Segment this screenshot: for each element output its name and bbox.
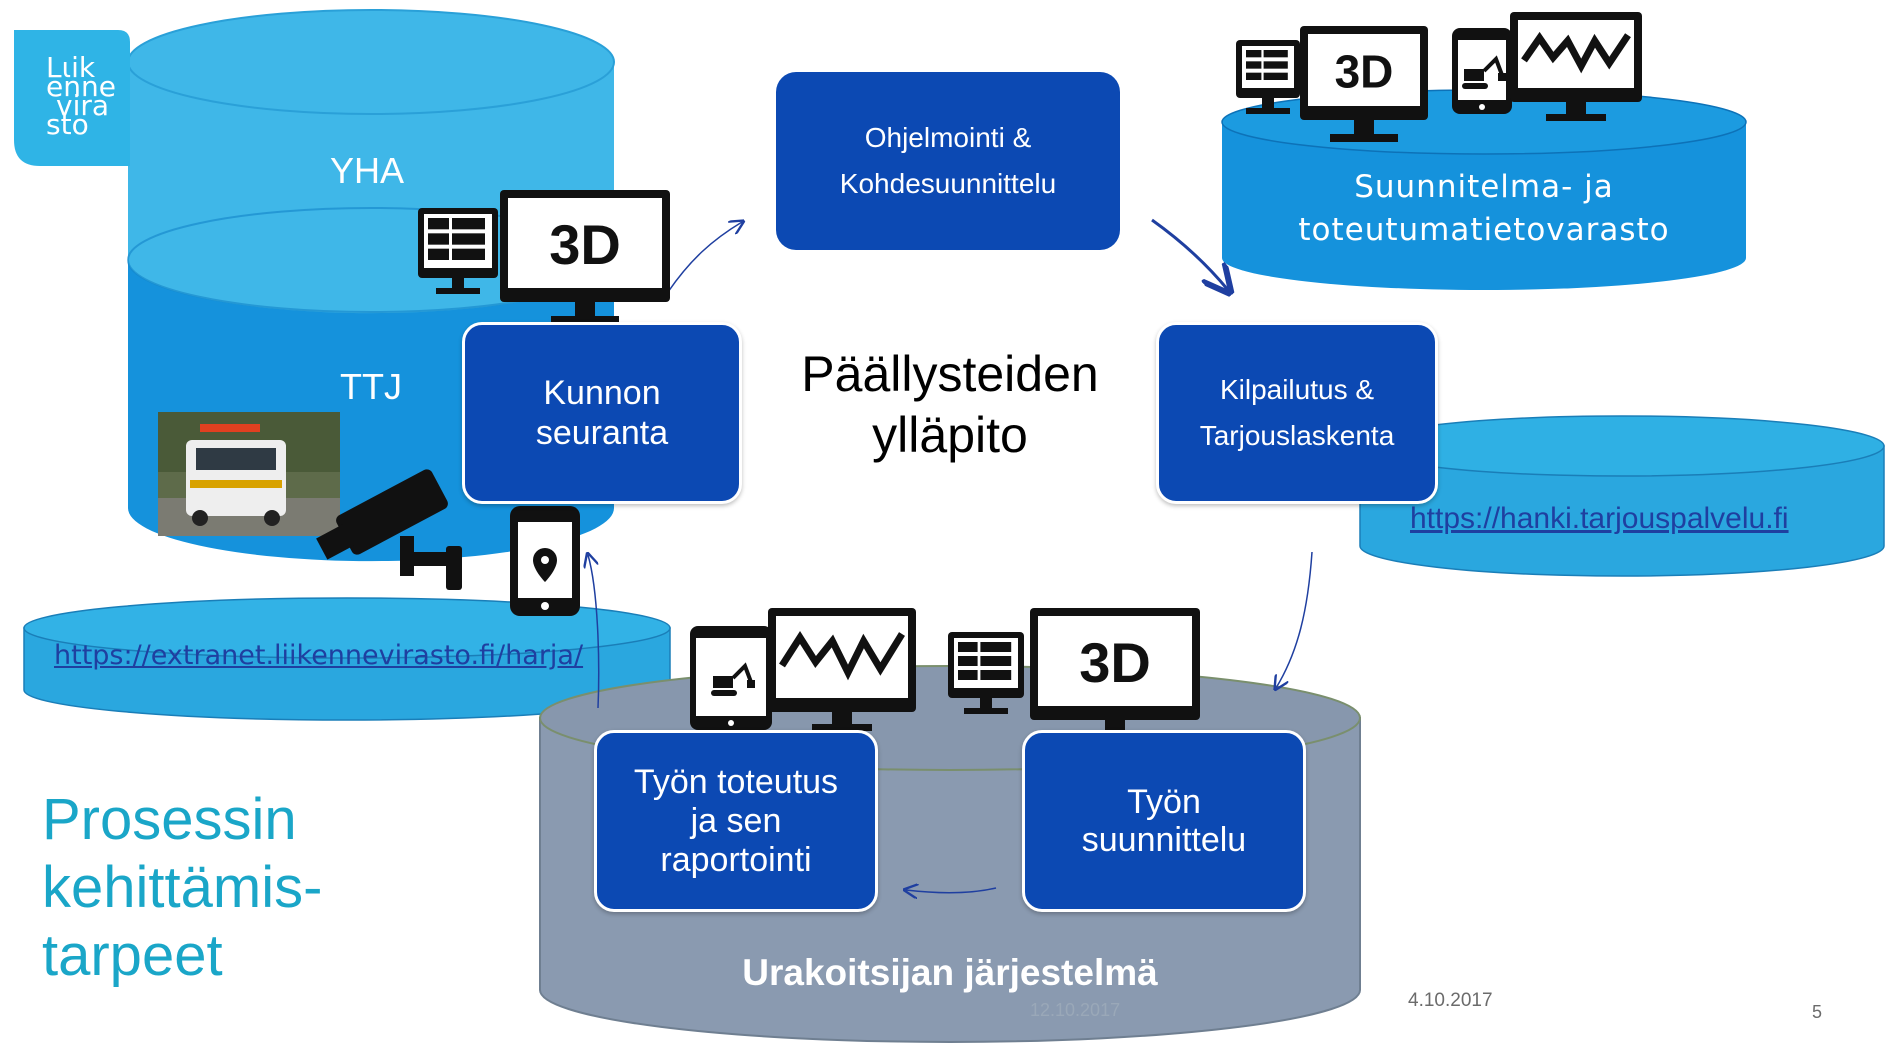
ohjelmointi-box: Ohjelmointi & Kohdesuunnittelu xyxy=(776,72,1120,250)
side-title-line-1: Prosessin xyxy=(42,787,297,852)
right-monitors-icon-group: 3D xyxy=(1236,12,1642,142)
yha-label: YHA xyxy=(330,150,405,191)
center-title: Päällysteiden ylläpito xyxy=(760,344,1140,466)
bottom-right-monitors-icon-group: 3D xyxy=(948,608,1200,742)
liikennevirasto-logo xyxy=(14,30,130,166)
kunnon-line-2: seuranta xyxy=(535,414,669,452)
arrow-toteutus-to-kunnon xyxy=(588,555,600,709)
center-title-line-1: Päällysteiden xyxy=(801,346,1099,402)
arrow-suunnittelu-to-toteutus xyxy=(906,888,997,893)
storage-label: Suunnitelma- ja toteutumatietovarasto xyxy=(1222,166,1746,252)
phone-location-icon xyxy=(510,506,580,616)
bottom-left-monitors-icon-group xyxy=(690,608,916,731)
toteutus-line-1: Työn toteutus xyxy=(633,762,839,801)
logo-text: Lιik enne vira sto xyxy=(46,51,126,141)
logo-line-1: Lιik xyxy=(46,51,96,84)
logo-line-3: vira xyxy=(56,89,110,122)
screen-3d-label: 3D xyxy=(549,213,621,276)
arrow-ohjelmointi-to-kilpailutus xyxy=(1151,218,1228,290)
suunnittelu-line-1: Työn xyxy=(1127,783,1201,821)
logo-line-2: enne xyxy=(46,70,116,103)
toteutus-line-3: raportointi xyxy=(660,840,812,879)
kunnon-line-1: Kunnon xyxy=(543,374,661,412)
ohjelmointi-line-1: Ohjelmointi & xyxy=(864,122,1032,153)
tyon-toteutus-box: Työn toteutus ja sen raportointi xyxy=(594,730,878,912)
footer-date: 4.10.2017 xyxy=(1408,990,1493,1011)
ohjelmointi-line-2: Kohdesuunnittelu xyxy=(839,168,1057,199)
tyon-suunnittelu-box: Työn suunnittelu xyxy=(1022,730,1306,912)
contractor-system-label: Urakoitsijan järjestelmä xyxy=(742,952,1158,993)
right-link-cylinder xyxy=(1359,415,1885,577)
arrow-kilpailutus-to-suunnittelu xyxy=(1276,551,1313,688)
left-link-cylinder xyxy=(23,597,671,721)
side-title-line-3: tarpeet xyxy=(42,923,223,988)
screen-3d-label: 3D xyxy=(1079,631,1151,694)
suunnittelu-line-2: suunnittelu xyxy=(1081,821,1247,859)
kilpailutus-line-2: Tarjouslaskenta xyxy=(1199,420,1395,451)
ttj-label: TTJ xyxy=(340,366,402,407)
kilpailutus-line-1: Kilpailutus & xyxy=(1219,374,1375,405)
side-title-line-2: kehittämis- xyxy=(42,855,323,920)
survey-vehicle-photo xyxy=(158,412,340,536)
side-title: Prosessin kehittämis- tarpeet xyxy=(42,786,322,990)
center-title-line-2: ylläpito xyxy=(872,407,1028,463)
camera-icon xyxy=(316,469,462,590)
hanki-link[interactable]: https://hanki.tarjouspalvelu.fi xyxy=(1410,502,1789,535)
footer-page-number: 5 xyxy=(1812,1002,1823,1022)
footer-date-faint: 12.10.2017 xyxy=(1030,1000,1121,1020)
logo-line-4: sto xyxy=(46,108,89,141)
screen-3d-label: 3D xyxy=(1335,46,1394,98)
kunnon-seuranta-box: Kunnon seuranta xyxy=(462,322,742,504)
left-monitors-icon-group: 3D xyxy=(418,190,670,324)
harja-link[interactable]: https://extranet.liikennevirasto.fi/harj… xyxy=(54,640,584,671)
toteutus-line-2: ja sen xyxy=(690,801,782,840)
storage-label-line-2: toteutumatietovarasto xyxy=(1298,212,1670,248)
storage-label-line-1: Suunnitelma- ja xyxy=(1354,169,1614,205)
arrow-kunnon-to-ohjelmointi xyxy=(667,222,742,293)
kilpailutus-box: Kilpailutus & Tarjouslaskenta xyxy=(1156,322,1438,504)
